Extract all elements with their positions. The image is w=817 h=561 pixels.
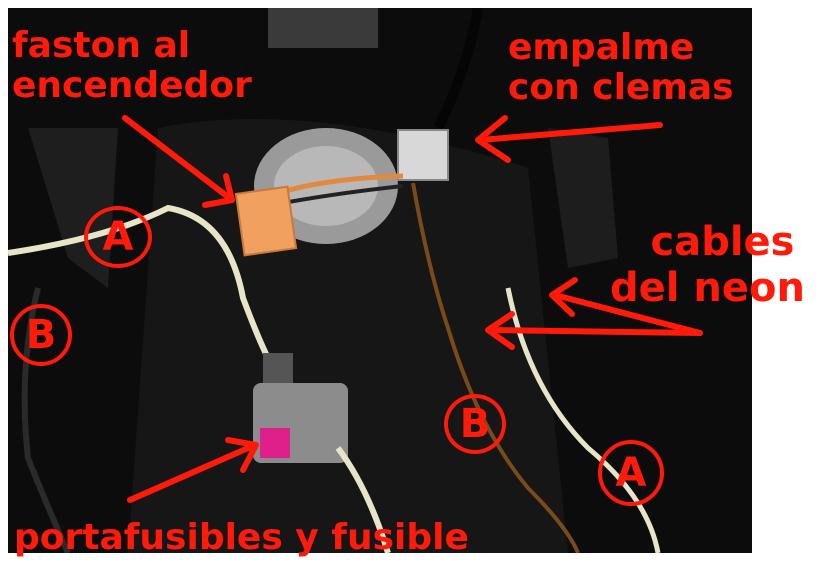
marker-a-left: A	[84, 206, 152, 268]
marker-a-right: A	[598, 440, 664, 506]
fuse	[260, 428, 290, 458]
label-cables-line1: cables	[650, 219, 795, 265]
fuse-holder-neck	[263, 353, 293, 388]
dark-wire	[282, 184, 404, 205]
seat-rail-right	[548, 128, 618, 268]
marker-b-center: B	[444, 394, 506, 454]
label-faston-line2: encendedor	[12, 65, 252, 106]
grommet-inner	[274, 146, 378, 226]
label-cables: cables del neon	[610, 219, 805, 308]
label-empalme-line2: con clemas	[508, 67, 734, 108]
label-empalme-line1: empalme	[508, 27, 695, 68]
orange-wire	[277, 173, 404, 196]
faston-connector	[234, 185, 298, 257]
label-portafusibles: portafusibles y fusible	[14, 517, 469, 558]
marker-b-left: B	[10, 304, 72, 366]
pedal-top	[268, 8, 378, 48]
label-faston: faston al encendedor	[12, 28, 252, 104]
white-cable-fuse-out	[335, 446, 391, 553]
label-faston-line1: faston al	[12, 25, 191, 66]
clemas-connector	[397, 129, 449, 181]
wiring-scene	[8, 8, 752, 553]
car-wiring-photo	[8, 8, 752, 553]
white-cable-right	[505, 287, 661, 553]
label-cables-line2: del neon	[610, 265, 805, 311]
black-cable	[433, 8, 483, 131]
label-empalme: empalme con clemas	[508, 30, 734, 106]
